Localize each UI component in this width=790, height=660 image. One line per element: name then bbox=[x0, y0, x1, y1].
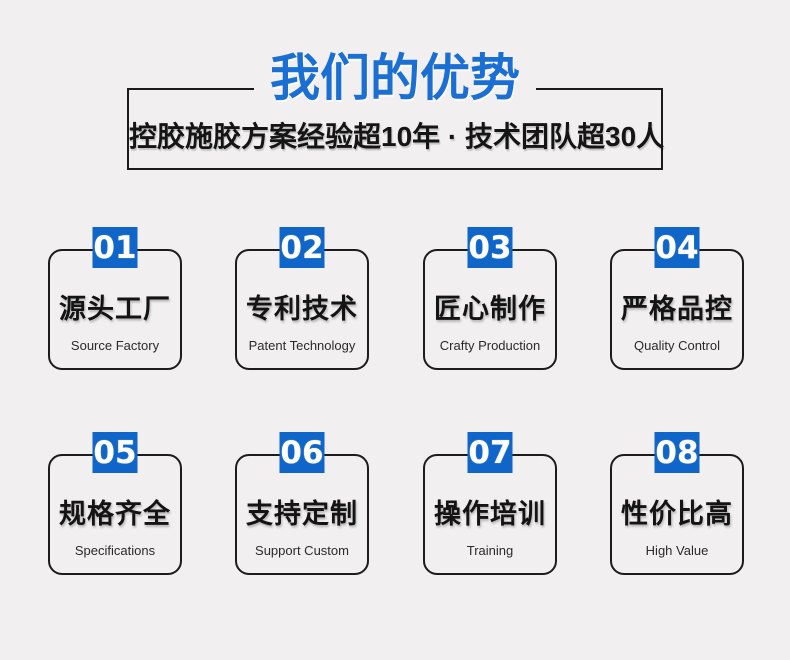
card-number-badge: 01 bbox=[92, 227, 138, 268]
card-number: 06 bbox=[280, 434, 324, 471]
advantage-card: 01 源头工厂 Source Factory bbox=[48, 227, 182, 370]
card-number-badge: 06 bbox=[279, 432, 325, 473]
card-subtitle: Quality Control bbox=[634, 338, 720, 353]
card-number-badge: 07 bbox=[467, 432, 513, 473]
card-title: 支持定制 bbox=[246, 499, 358, 530]
card-number: 01 bbox=[93, 229, 137, 266]
card-subtitle: Crafty Production bbox=[439, 338, 541, 353]
advantage-card: 02 专利技术 Patent Technology bbox=[235, 227, 369, 370]
card-outline: 规格齐全 Specifications bbox=[48, 454, 182, 575]
card-outline: 支持定制 Support Custom bbox=[235, 454, 369, 575]
card-title: 操作培训 bbox=[434, 499, 546, 530]
advantage-card: 07 操作培训 Training bbox=[423, 432, 557, 575]
header-box: 我们的优势 控胶施胶方案经验超10年 · 技术团队超30人 bbox=[127, 48, 665, 170]
card-title: 性价比高 bbox=[621, 499, 733, 530]
card-number: 02 bbox=[280, 229, 324, 266]
card-subtitle: Source Factory bbox=[70, 338, 160, 353]
advantage-card: 06 支持定制 Support Custom bbox=[235, 432, 369, 575]
card-number-badge: 05 bbox=[92, 432, 138, 473]
card-number: 05 bbox=[93, 434, 137, 471]
advantage-card: 03 匠心制作 Crafty Production bbox=[423, 227, 557, 370]
card-subtitle: Training bbox=[466, 543, 514, 558]
card-number-badge: 04 bbox=[654, 227, 700, 268]
card-title: 专利技术 bbox=[246, 294, 358, 325]
advantage-card: 04 严格品控 Quality Control bbox=[610, 227, 744, 370]
card-title: 严格品控 bbox=[621, 294, 733, 325]
card-outline: 严格品控 Quality Control bbox=[610, 249, 744, 370]
advantage-card: 08 性价比高 High Value bbox=[610, 432, 744, 575]
card-subtitle: High Value bbox=[645, 543, 709, 558]
card-outline: 操作培训 Training bbox=[423, 454, 557, 575]
card-subtitle: Specifications bbox=[74, 543, 156, 558]
card-number: 07 bbox=[468, 434, 512, 471]
section-title: 我们的优势 bbox=[254, 48, 536, 108]
card-number: 08 bbox=[655, 434, 699, 471]
card-number-badge: 08 bbox=[654, 432, 700, 473]
card-subtitle: Patent Technology bbox=[248, 338, 356, 353]
card-title: 源头工厂 bbox=[59, 294, 171, 325]
card-outline: 匠心制作 Crafty Production bbox=[423, 249, 557, 370]
card-number: 04 bbox=[655, 229, 699, 266]
card-subtitle: Support Custom bbox=[255, 543, 349, 558]
card-number-badge: 02 bbox=[279, 227, 325, 268]
advantage-card: 05 规格齐全 Specifications bbox=[48, 432, 182, 575]
card-title: 匠心制作 bbox=[434, 294, 546, 325]
card-number: 03 bbox=[468, 229, 512, 266]
card-number-badge: 03 bbox=[467, 227, 513, 268]
section-subtitle: 控胶施胶方案经验超10年 · 技术团队超30人 bbox=[129, 121, 665, 152]
card-title: 规格齐全 bbox=[59, 499, 171, 530]
